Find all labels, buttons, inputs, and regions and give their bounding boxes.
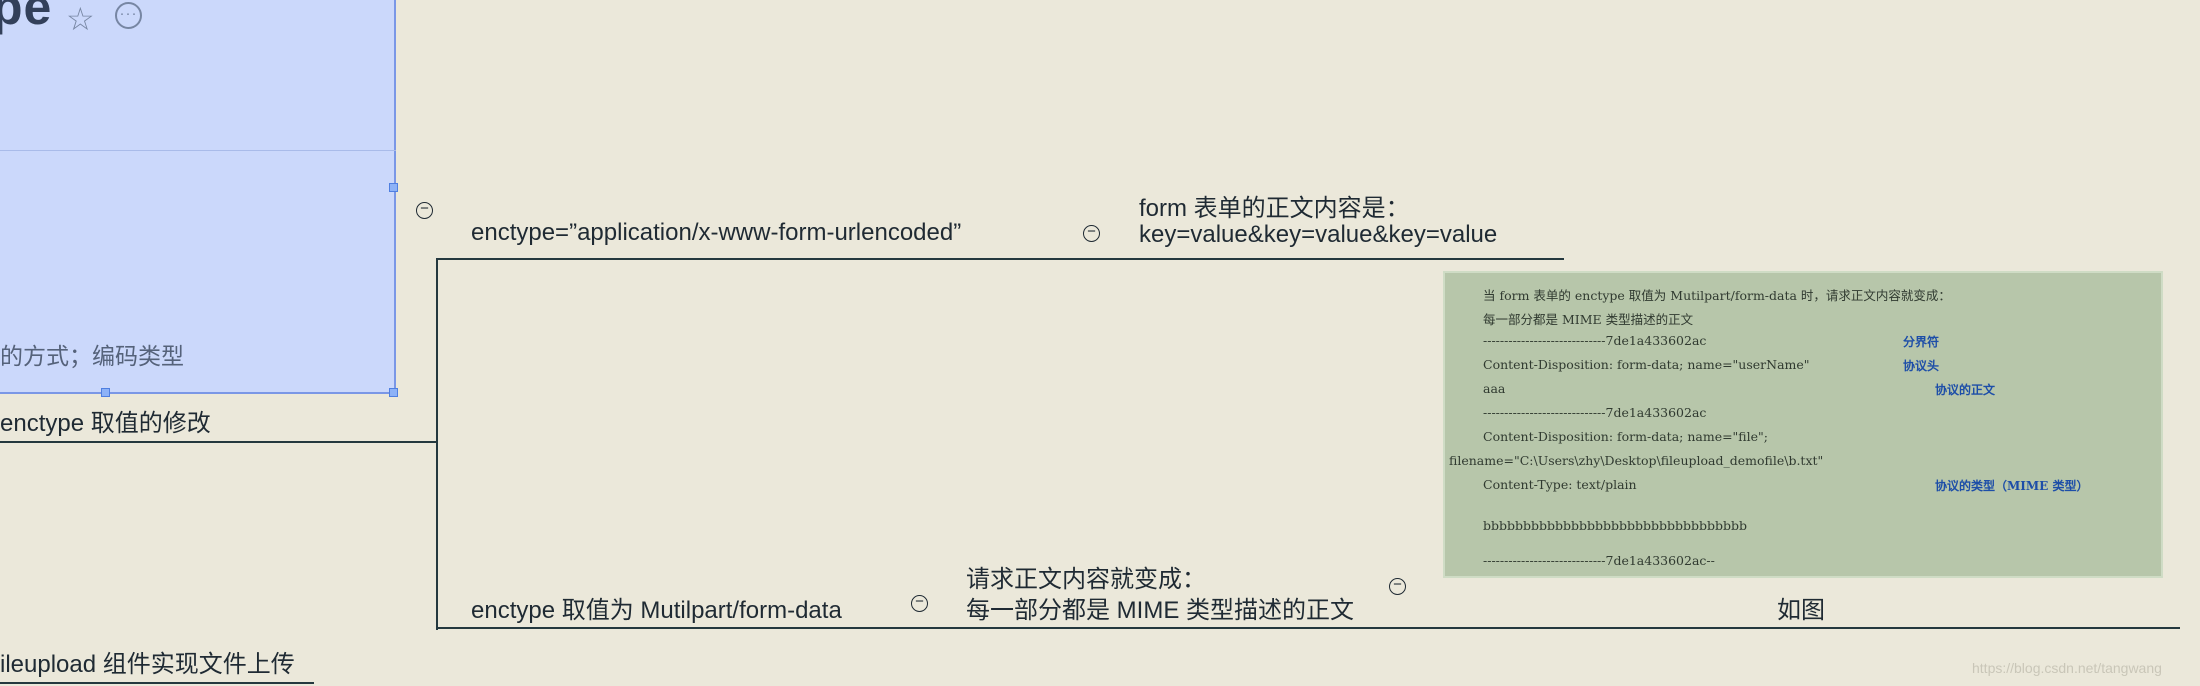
topic-note: 的方式；编码类型	[0, 343, 184, 369]
resize-handle-right[interactable]	[389, 183, 398, 192]
collapse-toggle-icon[interactable]: −	[1083, 224, 1100, 242]
node-form-body-line2[interactable]: key=value&key=value&key=value	[1139, 221, 1498, 248]
connector-branch-bottom	[436, 627, 446, 629]
node-multipart[interactable]: enctype 取值为 Mutilpart/form-data	[471, 597, 842, 624]
topic-title[interactable]: pe	[0, 0, 53, 35]
node-request-body-line2[interactable]: 每一部分都是 MIME 类型描述的正文	[966, 597, 1354, 624]
collapse-toggle-icon[interactable]: −	[416, 201, 433, 219]
node-urlencoded[interactable]: enctype=”application/x-www-form-urlencod…	[471, 219, 962, 246]
node-form-body-line1[interactable]: form 表单的正文内容是：	[1139, 195, 1410, 222]
image-annotation: 协议的类型（MIME 类型）	[1935, 479, 2089, 493]
connector-urlencoded-underline	[446, 258, 1564, 260]
connector-multipart-underline	[446, 627, 2180, 629]
node-enctype-modify[interactable]: enctype 取值的修改	[0, 410, 211, 437]
image-annotation: 协议的正文	[1935, 383, 1996, 397]
topic-divider	[0, 150, 396, 151]
image-text-line: Content-Disposition: form-data; name="fi…	[1483, 429, 1769, 444]
image-text-line: 当 form 表单的 enctype 取值为 Mutilpart/form-da…	[1483, 288, 1951, 303]
image-text-line: bbbbbbbbbbbbbbbbbbbbbbbbbbbbbbbbb	[1483, 518, 1748, 533]
image-annotation: 协议头	[1903, 359, 1940, 373]
more-options-icon[interactable]: ···	[115, 2, 142, 29]
resize-handle-corner[interactable]	[389, 388, 398, 397]
image-text-line: aaa	[1483, 381, 1506, 396]
watermark: https://blog.csdn.net/tangwang	[1972, 660, 2162, 676]
image-text-line: -----------------------------7de1a433602…	[1483, 333, 1707, 348]
image-text-line: -----------------------------7de1a433602…	[1483, 553, 1715, 568]
image-text-line: -----------------------------7de1a433602…	[1483, 405, 1707, 420]
star-icon[interactable]: ☆	[66, 1, 95, 37]
node-fileupload[interactable]: ileupload 组件实现文件上传	[0, 651, 295, 678]
image-annotation: 分界符	[1903, 335, 1940, 349]
node-request-body-line1[interactable]: 请求正文内容就变成：	[966, 566, 1206, 593]
selected-topic-card[interactable]	[0, 0, 396, 394]
resize-handle-bottom[interactable]	[101, 388, 110, 397]
collapse-toggle-icon[interactable]: −	[1389, 577, 1406, 595]
connector-fileupload-underline	[0, 682, 314, 684]
connector-branch-top	[436, 258, 446, 260]
image-text-line: Content-Disposition: form-data; name="us…	[1483, 357, 1810, 372]
connector-enctype-underline	[0, 441, 436, 443]
connector-branch-vertical	[436, 260, 438, 630]
image-text-line: Content-Type: text/plain	[1483, 477, 1637, 492]
image-text-line: 每一部分都是 MIME 类型描述的正文	[1483, 312, 1694, 327]
image-text-line: filename="C:\Users\zhy\Desktop\fileuploa…	[1449, 453, 1824, 468]
collapse-toggle-icon[interactable]: −	[911, 594, 928, 612]
embedded-image[interactable]: 当 form 表单的 enctype 取值为 Mutilpart/form-da…	[1443, 271, 2163, 578]
node-as-shown[interactable]: 如图	[1777, 597, 1825, 624]
